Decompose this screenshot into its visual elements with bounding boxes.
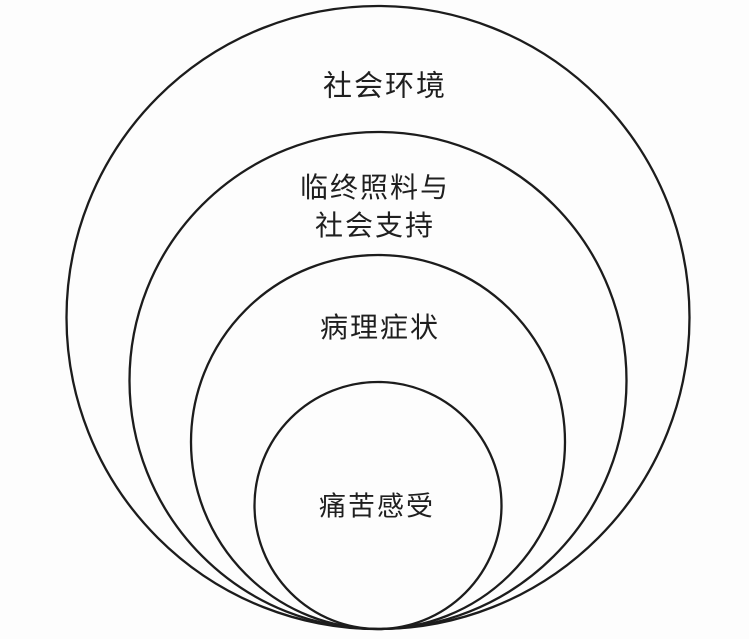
circle-pathological-symptoms	[189, 253, 567, 631]
label-hospice-care-line1: 临终照料与	[299, 173, 451, 204]
label-pathological-symptoms: 病理症状	[319, 313, 441, 344]
label-pain-feelings: 痛苦感受	[319, 491, 435, 522]
label-hospice-care-line2: 社会支持	[314, 211, 436, 242]
circle-pain-feelings	[253, 380, 503, 631]
label-social-environment: 社会环境	[322, 70, 448, 103]
label-hospice-care-and-social-support: 临终照料与 社会支持	[300, 170, 450, 246]
